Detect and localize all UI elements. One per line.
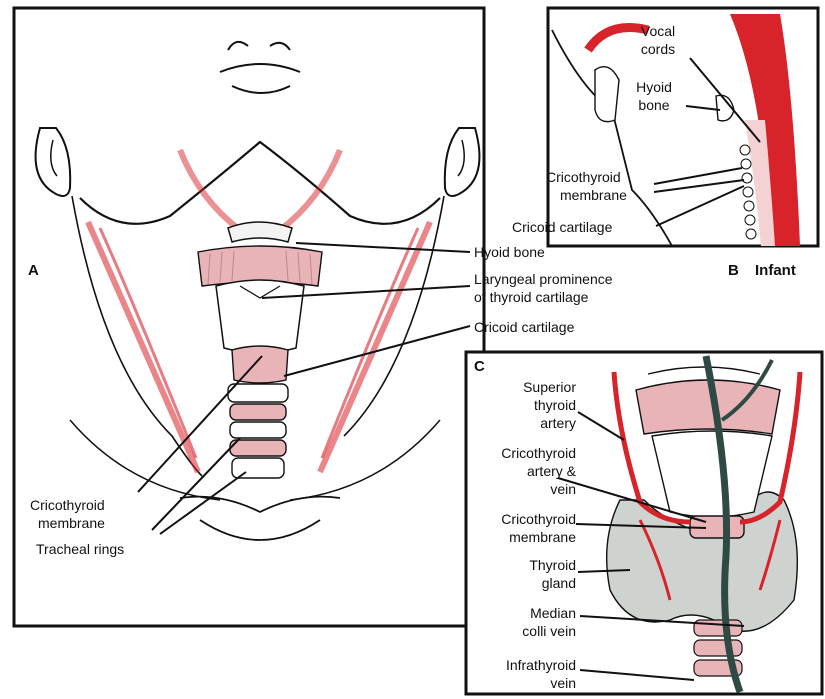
label-c-cricothyroid-membrane-line2: membrane	[470, 528, 576, 546]
label-cricothyroid-membrane-line2: membrane	[38, 514, 105, 532]
label-infrathyroid-vein-line2: vein	[470, 674, 576, 692]
label-cricothyroid-artery-line1: Cricothyroid	[470, 444, 576, 462]
panel-c-letter: C	[474, 358, 485, 375]
label-superior-thyroid-artery-line1: Superior	[480, 378, 576, 396]
label-tracheal-rings: Tracheal rings	[36, 540, 124, 558]
label-median-colli-vein-line1: Median	[480, 604, 576, 622]
label-infant-hyoid-line1: Hyoid	[624, 78, 684, 96]
label-cricothyroid-artery-line2: artery &	[470, 462, 576, 480]
label-infant-hyoid-line2: bone	[624, 96, 684, 114]
label-vocal-cords-line1: Vocal	[628, 22, 688, 40]
label-thyroid-gland-line2: gland	[480, 574, 576, 592]
label-thyroid-gland-line1: Thyroid	[480, 556, 576, 574]
label-infant-cricothyroid-line1: Cricothyroid	[546, 168, 621, 186]
label-superior-thyroid-artery-line2: thyroid	[480, 396, 576, 414]
label-infrathyroid-vein-line1: Infrathyroid	[470, 656, 576, 674]
label-c-cricothyroid-membrane-line1: Cricothyroid	[470, 510, 576, 528]
label-laryngeal-prominence-line1: Laryngeal prominence	[474, 270, 613, 288]
label-cricoid-cartilage: Cricoid cartilage	[474, 318, 574, 336]
panel-b-letter: B	[728, 262, 739, 279]
label-cricothyroid-membrane-line1: Cricothyroid	[30, 496, 105, 514]
label-infant-cricothyroid-line2: membrane	[560, 186, 627, 204]
label-infant-cricoid: Cricoid cartilage	[512, 218, 612, 236]
panel-a-drawing	[14, 8, 484, 626]
panel-b-title: Infant	[755, 262, 796, 279]
label-median-colli-vein-line2: colli vein	[480, 622, 576, 640]
label-hyoid-bone: Hyoid bone	[474, 243, 545, 261]
label-cricothyroid-artery-line3: vein	[470, 480, 576, 498]
label-superior-thyroid-artery-line3: artery	[480, 414, 576, 432]
panel-a-letter: A	[28, 262, 39, 279]
label-laryngeal-prominence-line2: of thyroid cartilage	[474, 288, 588, 306]
label-vocal-cords-line2: cords	[628, 40, 688, 58]
